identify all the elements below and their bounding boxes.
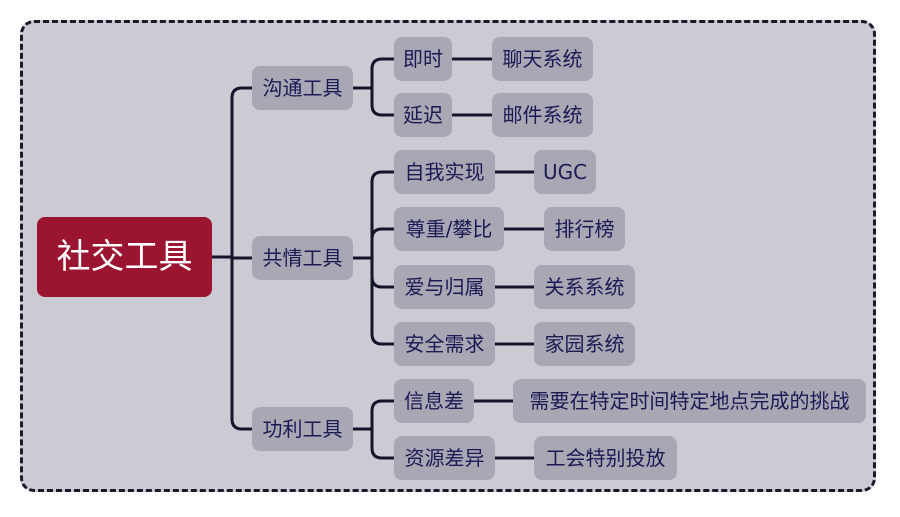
root-connector-edge-0 bbox=[230, 86, 254, 259]
sub-node-instant: 即时 bbox=[394, 37, 452, 81]
empathy-connector-edge-2 bbox=[370, 256, 396, 289]
leaf-node-relationship-system: 关系系统 bbox=[534, 265, 635, 309]
sub-node-safety: 安全需求 bbox=[394, 322, 495, 366]
leaf-node-mail-system: 邮件系统 bbox=[492, 93, 593, 137]
leaf-node-timed-challenge: 需要在特定时间特定地点完成的挑战 bbox=[513, 379, 866, 423]
empathy-connector-edge-1 bbox=[370, 227, 396, 260]
sub-node-delayed: 延迟 bbox=[394, 93, 452, 137]
communication-connector-edge-1 bbox=[370, 86, 396, 117]
leaf-node-leaderboard: 排行榜 bbox=[544, 207, 625, 251]
sub-node-self-actualization: 自我实现 bbox=[394, 150, 495, 194]
branch-node-empathy: 共情工具 bbox=[252, 236, 353, 280]
branch-node-utility: 功利工具 bbox=[252, 407, 353, 451]
leaf-node-home-system: 家园系统 bbox=[534, 322, 635, 366]
sub-node-esteem: 尊重/攀比 bbox=[394, 207, 504, 251]
communication-connector-edge-0 bbox=[370, 57, 396, 90]
sub-node-belonging: 爱与归属 bbox=[394, 265, 495, 309]
sub-node-info-gap: 信息差 bbox=[394, 379, 474, 423]
utility-connector-edge-0 bbox=[370, 399, 396, 431]
utility-connector-edge-1 bbox=[370, 427, 396, 460]
branch-node-communication: 沟通工具 bbox=[252, 66, 353, 110]
leaf-node-chat-system: 聊天系统 bbox=[492, 37, 593, 81]
root-connector-edge-2 bbox=[230, 255, 254, 431]
empathy-connector-edge-0 bbox=[370, 170, 396, 260]
root-node: 社交工具 bbox=[37, 217, 212, 297]
leaf-node-guild-drop: 工会特别投放 bbox=[534, 436, 677, 480]
leaf-node-ugc: UGC bbox=[534, 150, 596, 194]
empathy-connector-edge-3 bbox=[370, 256, 396, 346]
sub-node-resource-difference: 资源差异 bbox=[394, 436, 495, 480]
